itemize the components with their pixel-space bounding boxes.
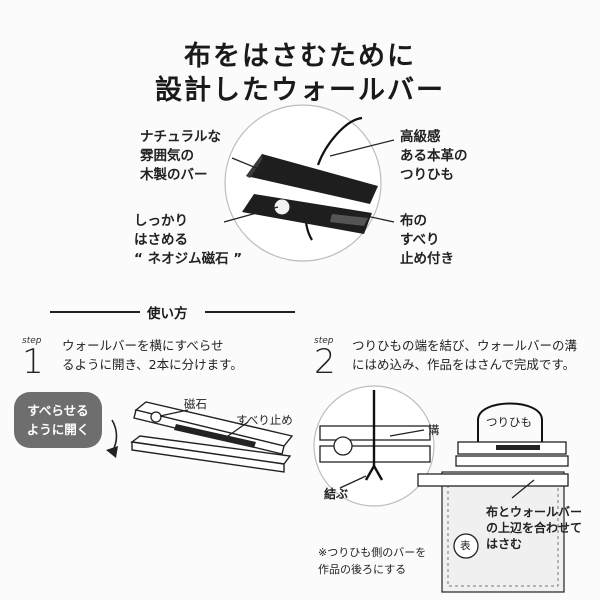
leather-strap [316, 116, 363, 166]
fabric [441, 471, 565, 593]
bottom-wooden-bar [242, 194, 372, 234]
non-slip-strip [330, 214, 368, 226]
hanging-bar-back [455, 455, 569, 467]
step1-tag: step [22, 336, 42, 346]
step1-text: ウォールバーを横にすべらせ るように開き、2本に分けます。 [62, 338, 243, 372]
page-title-line2: 設計したウォールバー [155, 75, 445, 106]
product-illustration [223, 104, 395, 262]
label-align: 布とウォールバー の上辺を合わせて はさむ [486, 505, 583, 551]
page-title-line1: 布をはさむために [184, 41, 416, 72]
step1-illustration [106, 401, 294, 473]
label-nonslip: すべり止め [236, 413, 293, 427]
feature-leather: 高級感 ある本革の つりひも [400, 129, 468, 183]
step2-tag: step [314, 336, 334, 346]
hanging-strap [477, 402, 543, 448]
label-groove: 溝 [428, 423, 440, 437]
magnet-dot [274, 199, 290, 215]
label-tie: 結ぶ [324, 487, 349, 501]
top-wooden-bar [246, 154, 378, 204]
feature-magnet: しっかり はさめる “ ネオジム磁石 ” [134, 213, 243, 267]
step2-note: ※つりひも側のバーを 作品の後ろにする [318, 546, 427, 576]
label-front: 表 [460, 540, 471, 552]
feature-natural-wood: ナチュラルな 雰囲気の 木製のバー [140, 129, 221, 183]
feature-non-slip: 布の すべり 止め付き [400, 213, 454, 267]
step2-illustration [313, 385, 569, 593]
section-rule-left [50, 311, 140, 313]
front-bar [417, 473, 569, 487]
label-strap: つりひも [486, 415, 532, 429]
step1-number: 1 [22, 342, 44, 382]
front-mark-circle [453, 533, 479, 559]
detail-knot [364, 465, 384, 481]
section-rule-right [205, 311, 295, 313]
step2-text: つりひもの端を結び、ウォールバーの溝 にはめ込み、作品をはさんで完成です。 [352, 338, 578, 372]
section-title-howto: 使い方 [147, 306, 188, 322]
slide-open-bubble: すべらせる ように開く [14, 392, 102, 448]
label-magnet: 磁石 [184, 397, 207, 411]
step2-number: 2 [314, 342, 336, 382]
step1-magnet-dot [150, 411, 162, 423]
step1-nonslip-strip [174, 424, 256, 448]
